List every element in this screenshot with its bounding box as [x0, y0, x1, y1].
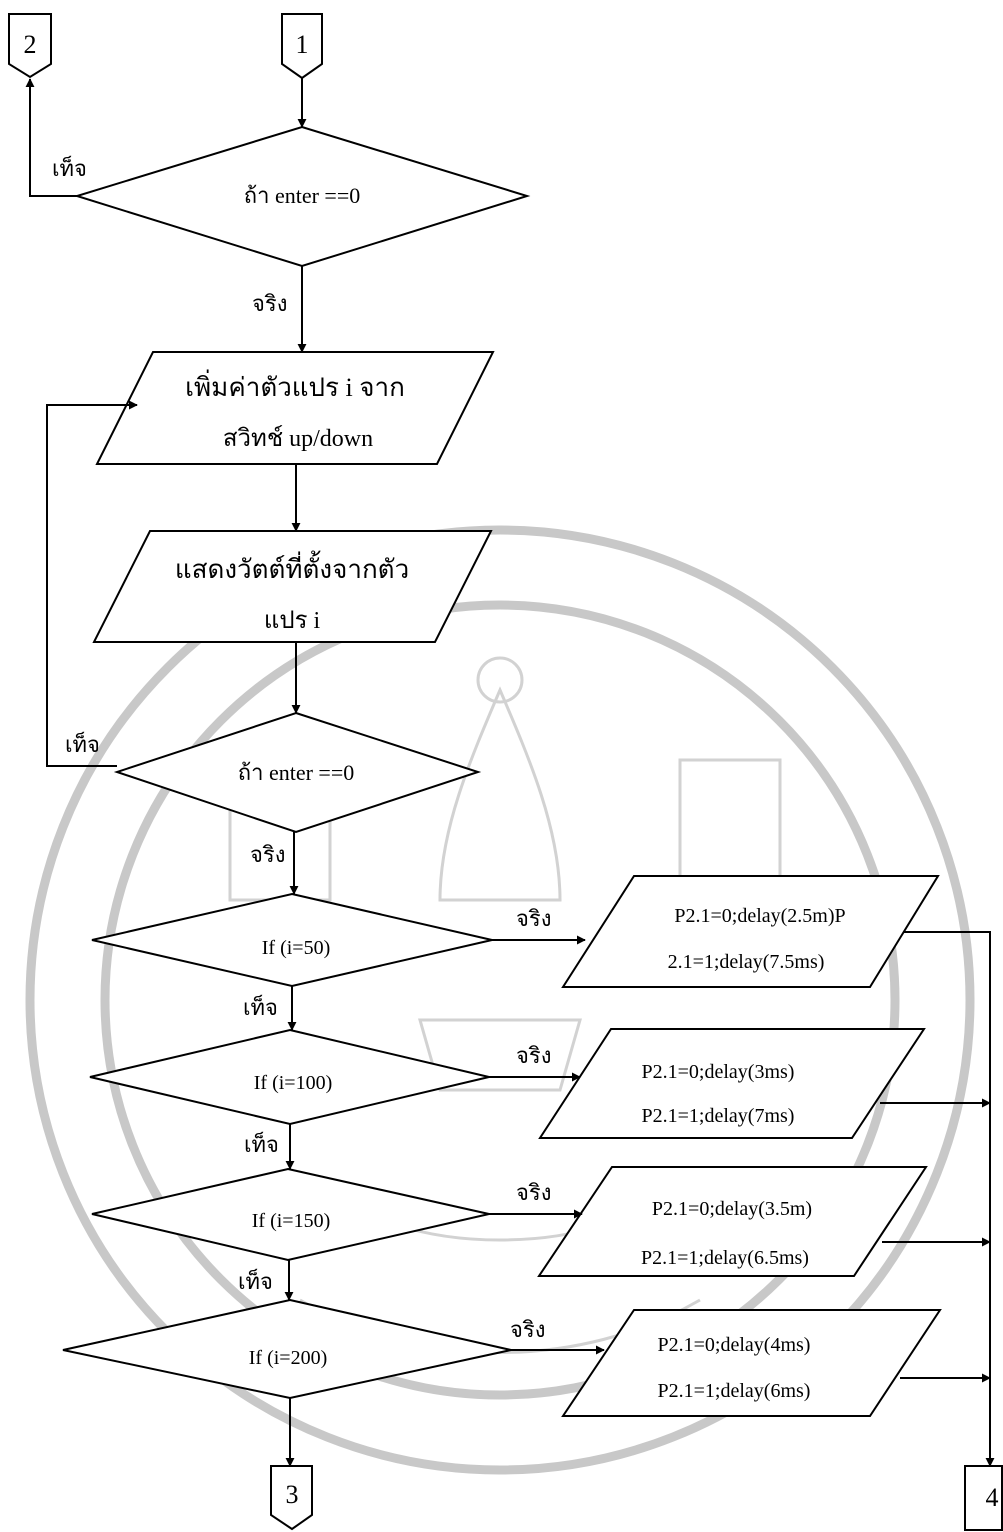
label-true-2: จริง [250, 842, 285, 867]
output-i-200-line1: P2.1=0;delay(4ms) [658, 1334, 811, 1356]
connector-3-label: 3 [286, 1480, 299, 1509]
label-true-i100: จริง [516, 1043, 551, 1068]
decision-i-50: If (i=50) [91, 892, 493, 988]
decision-i-100-label: If (i=100) [254, 1072, 332, 1094]
output-i-200-line2: P2.1=1;delay(6ms) [658, 1380, 811, 1402]
flow-lines [25, 78, 995, 1467]
decision-enter-1-label: ถ้า enter ==0 [244, 183, 360, 208]
output-i-50-line2: 2.1=1;delay(7.5ms) [668, 951, 825, 973]
arrow-false-to-2 [25, 78, 77, 197]
connector-4-label: 4 [986, 1483, 999, 1512]
process-display-watts: แสดงวัตต์ที่ตั้งจากตัว แปร i [92, 530, 493, 643]
connector-2-label: 2 [24, 30, 37, 59]
decision-i-200: If (i=200) [62, 1298, 512, 1400]
output-i-100-line2: P2.1=1;delay(7ms) [642, 1105, 795, 1127]
output-i-200: P2.1=0;delay(4ms) P2.1=1;delay(6ms) [561, 1309, 942, 1417]
output-i-100: P2.1=0;delay(3ms) P2.1=1;delay(7ms) [538, 1028, 926, 1139]
arrow-output-to-4 [903, 931, 995, 1467]
decision-i-200-label: If (i=200) [249, 1347, 327, 1369]
output-i-50: P2.1=0;delay(2.5m)P 2.1=1;delay(7.5ms) [561, 875, 940, 988]
branch-labels: เท็จ จริง เท็จ จริง จริง เท็จ จริง เท็จ … [52, 154, 551, 1342]
process-increase-i-line2: สวิทช์ up/down [223, 424, 373, 452]
label-true-1: จริง [252, 291, 287, 316]
decision-enter-1: ถ้า enter ==0 [73, 125, 531, 268]
decision-i-150-label: If (i=150) [252, 1210, 330, 1232]
process-increase-i: เพิ่มค่าตัวแปร i จาก สวิทช์ up/down [95, 351, 495, 465]
output-i-100-line1: P2.1=0;delay(3ms) [642, 1061, 795, 1083]
output-i-50-line1: P2.1=0;delay(2.5m)P [674, 905, 845, 927]
decision-i-150: If (i=150) [91, 1167, 490, 1262]
label-true-i50: จริง [516, 906, 551, 931]
output-i-150-line1: P2.1=0;delay(3.5m) [652, 1198, 812, 1220]
connector-4: 4 [964, 1465, 1003, 1531]
connector-3: 3 [270, 1465, 313, 1531]
decision-enter-2: ถ้า enter ==0 [113, 711, 482, 834]
arrow-false-loop-back [46, 400, 138, 767]
label-true-i200: จริง [510, 1317, 545, 1342]
label-false-1: เท็จ [52, 154, 87, 181]
output-i-150-line2: P2.1=1;delay(6.5ms) [641, 1247, 809, 1269]
connector-1: 1 [281, 13, 323, 80]
decision-enter-2-label: ถ้า enter ==0 [238, 760, 354, 785]
decision-i-100: If (i=100) [89, 1028, 490, 1126]
label-false-2: เท็จ [65, 730, 100, 757]
connector-2: 2 [8, 13, 52, 79]
process-increase-i-line1: เพิ่มค่าตัวแปร i จาก [185, 369, 405, 402]
process-display-watts-line2: แปร i [264, 608, 321, 634]
label-true-i150: จริง [516, 1180, 551, 1205]
label-false-i50: เท็จ [243, 993, 278, 1020]
label-false-i150: เท็จ [238, 1267, 273, 1294]
connector-1-label: 1 [296, 30, 309, 59]
process-display-watts-line1: แสดงวัตต์ที่ตั้งจากตัว [175, 550, 409, 584]
output-i-150: P2.1=0;delay(3.5m) P2.1=1;delay(6.5ms) [537, 1166, 928, 1277]
decision-i-50-label: If (i=50) [262, 937, 330, 959]
label-false-i100: เท็จ [244, 1130, 279, 1157]
